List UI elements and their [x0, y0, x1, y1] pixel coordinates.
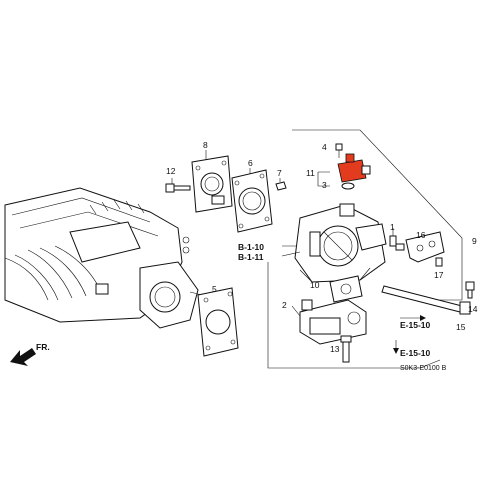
callout-17: 17: [434, 270, 444, 280]
callout-8: 8: [203, 140, 208, 150]
part-12-bolt: [165, 178, 191, 193]
part-7-pin: [275, 178, 287, 191]
intake-manifold: [4, 187, 223, 329]
callout-11: 11: [306, 168, 315, 178]
callout-2: 2: [282, 300, 287, 310]
callout-9: 9: [472, 236, 477, 246]
diagram-code: S0K3-E0100 B: [400, 365, 447, 372]
part-16-bracket: [395, 231, 445, 263]
direction-label: FR.: [36, 342, 50, 352]
callout-14: 14: [468, 304, 478, 314]
callout-12: 12: [166, 166, 176, 176]
part-15-bolt: [381, 285, 471, 315]
part-17-bolt: [435, 257, 443, 267]
callout-6: 6: [248, 158, 253, 168]
callout-3: 3: [322, 180, 327, 190]
ref-b-1-10: B-1-10: [238, 242, 264, 252]
front-direction-arrow: FR.: [10, 342, 50, 366]
part-10-gasket: [329, 275, 363, 303]
callout-4: 4: [322, 142, 327, 152]
callout-11-bracket: [317, 171, 330, 187]
part-14-bolt: [465, 281, 475, 299]
ref-b-1-11: B-1-11: [238, 252, 264, 262]
part-2-iac-valve: [291, 299, 367, 345]
part-13-bolt: [340, 335, 352, 363]
callout-1: 1: [390, 222, 395, 232]
part-8-plate: [191, 150, 233, 213]
ref-e-15-10-b: E-15-10: [400, 348, 431, 358]
part-5-gasket: [197, 287, 239, 357]
callout-7: 7: [277, 168, 282, 178]
part-1-bolt: [389, 228, 397, 247]
part-6-gasket: [231, 168, 273, 233]
callout-16: 16: [416, 230, 426, 240]
callout-10: 10: [310, 280, 320, 290]
callout-13: 13: [330, 344, 340, 354]
ref-e-15-10-a: E-15-10: [400, 320, 431, 330]
throttle-body: [281, 203, 387, 283]
part-4-screw: [335, 143, 343, 158]
part-3-sensor-highlighted: [337, 153, 371, 190]
assembly-outline: [267, 129, 463, 369]
callout-5: 5: [212, 284, 217, 294]
callout-15: 15: [456, 322, 466, 332]
